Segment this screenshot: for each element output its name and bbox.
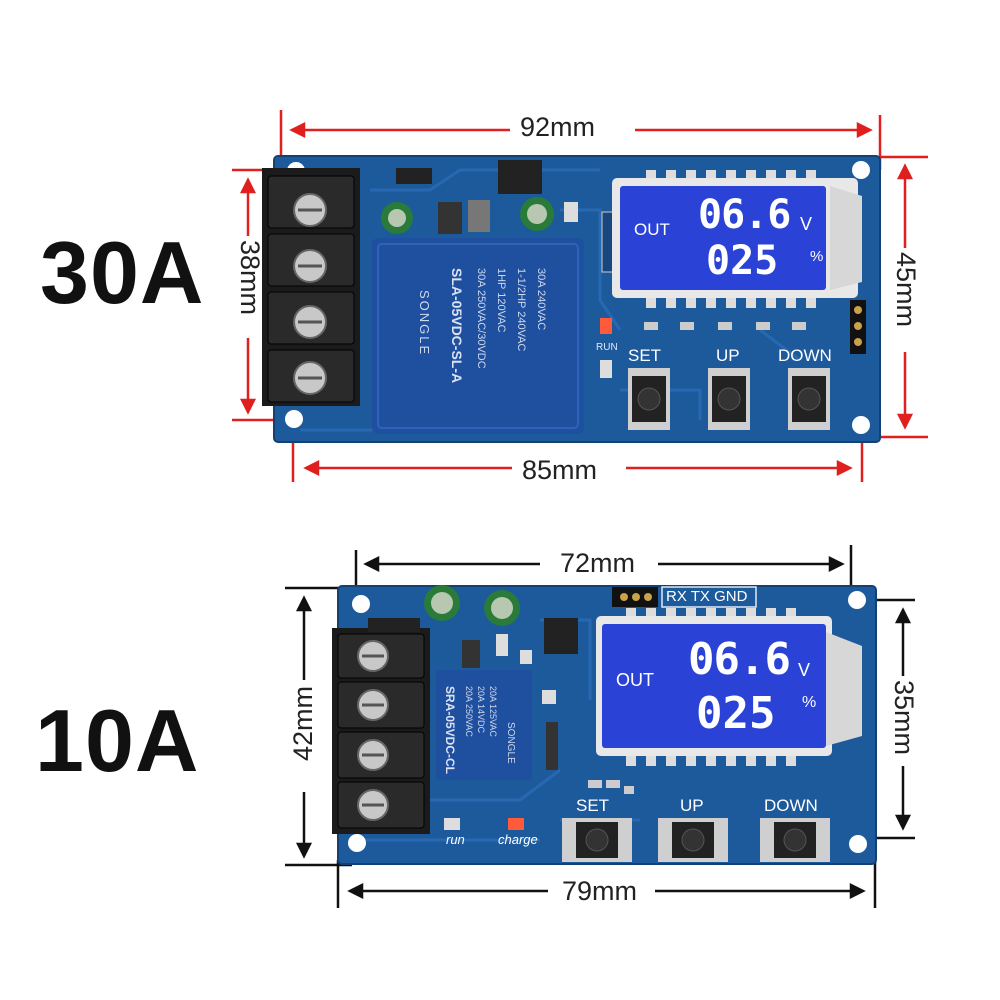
relay-spec-30a-2: 1-1/2HP 240VAC — [515, 268, 527, 351]
module-30a: SONGLE SLA-05VDC-SL-A 30A 250VAC/30VDC 1… — [232, 110, 928, 485]
relay-brand-10a: SONGLE — [505, 722, 516, 764]
dim-10a-right: 35mm — [889, 680, 919, 756]
dim-10a-bottom: 79mm — [562, 876, 638, 906]
set-button-label-10a: SET — [576, 796, 610, 815]
relay-spec-30a-3: 30A 240VAC — [535, 268, 547, 330]
dim-30a-top: 92mm — [520, 112, 596, 142]
relay-model-10a: SRA-05VDC-CL — [443, 686, 457, 774]
lcd-out-label: OUT — [616, 670, 654, 690]
relay-brand-30a: SONGLE — [417, 290, 432, 356]
relay-spec-10a-2: 20A 125VAC — [488, 686, 498, 737]
lcd-voltage-unit: V — [798, 660, 811, 680]
relay-spec-10a-0: 20A 250VAC — [464, 686, 474, 737]
lcd-30a: OUT 06.6 V 025 % — [620, 186, 826, 290]
relay-spec-30a-0: 30A 250VAC/30VDC — [475, 268, 487, 369]
lcd-voltage-value: 06.6 — [688, 634, 791, 685]
run-indicator-label-10a: run — [446, 832, 465, 847]
dim-30a-left: 38mm — [235, 240, 265, 316]
lcd-percent-value: 025 — [706, 238, 779, 284]
relay-spec-30a-1: 1HP 120VAC — [495, 268, 507, 332]
module-10a-board: SRA-05VDC-CL 20A 250VAC 20A 14VDC 20A 12… — [285, 545, 915, 908]
up-button-label-10a: UP — [680, 796, 704, 815]
rx-tx-gnd-label: RX TX GND — [666, 588, 748, 605]
dim-30a-bottom: 85mm — [522, 455, 598, 485]
lcd-10a: OUT 06.6 V 025 % — [602, 624, 826, 748]
dim-10a-left: 42mm — [288, 686, 318, 762]
dim-10a-top: 72mm — [560, 548, 636, 578]
relay-model-30a: SLA-05VDC-SL-A — [449, 268, 465, 383]
lcd-percent-value: 025 — [696, 688, 776, 739]
run-indicator-label-30a: RUN — [596, 342, 618, 353]
lcd-voltage-value: 06.6 — [698, 192, 791, 238]
lcd-percent-unit: % — [802, 694, 817, 711]
module-30a-board: SONGLE SLA-05VDC-SL-A 30A 250VAC/30VDC 1… — [232, 110, 928, 482]
set-button-label-30a: SET — [628, 346, 662, 365]
lcd-voltage-unit: V — [800, 214, 813, 234]
charge-indicator-label-10a: charge — [498, 832, 538, 847]
lcd-out-label: OUT — [634, 220, 670, 239]
module-10a: SRA-05VDC-CL 20A 250VAC 20A 14VDC 20A 12… — [0, 500, 1000, 1000]
down-button-label-30a: DOWN — [778, 346, 832, 365]
lcd-percent-unit: % — [810, 248, 824, 265]
buttons-10a — [562, 818, 830, 862]
module-30a-label: 30A — [40, 223, 205, 322]
dimension-lines-30a — [232, 110, 928, 482]
relay-spec-10a-1: 20A 14VDC — [476, 686, 486, 734]
dim-30a-right: 45mm — [891, 252, 921, 328]
up-button-label-30a: UP — [716, 346, 740, 365]
down-button-label-10a: DOWN — [764, 796, 818, 815]
buttons-30a — [628, 368, 830, 430]
module-10a-label: 10A — [35, 691, 200, 790]
dimension-lines-10a — [285, 545, 915, 908]
